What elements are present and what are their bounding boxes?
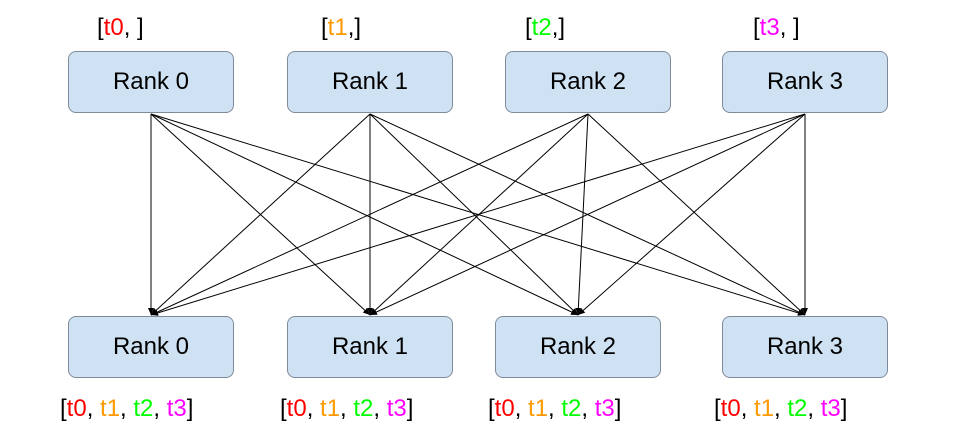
token-t2: t2: [133, 395, 154, 422]
token-t1: t1: [528, 395, 549, 422]
token-t1: t1: [754, 395, 775, 422]
gathered-label-0: [t0, t1, t2, t3]: [60, 395, 194, 422]
gathered-label-1: [t0, t1, t2, t3]: [280, 395, 414, 422]
token-t1: t1: [100, 395, 121, 422]
token-t1: t1: [320, 395, 341, 422]
bottom-rank-3: Rank 3: [722, 316, 888, 378]
node-label: Rank 2: [539, 333, 617, 360]
bracket-close: , ]: [779, 14, 800, 41]
edge-3-to-1: [369, 113, 806, 316]
token-t0: t0: [494, 395, 515, 422]
top-data-label-1: [t1,]: [321, 14, 361, 42]
edge-2-to-3: [587, 113, 806, 316]
node-label: Rank 3: [766, 333, 844, 360]
bracket-close: ,]: [551, 14, 566, 41]
top-rank-1: Rank 1: [287, 51, 453, 113]
token-t1: t1: [327, 14, 348, 41]
token-t2: t2: [561, 395, 582, 422]
token-t0: t0: [286, 395, 307, 422]
top-rank-0: Rank 0: [68, 51, 234, 113]
edge-3-to-0: [150, 113, 806, 316]
edge-3-to-2: [577, 113, 806, 316]
node-label: Rank 1: [331, 333, 409, 360]
gathered-label-2: [t0, t1, t2, t3]: [488, 395, 622, 422]
node-label: Rank 1: [331, 68, 409, 95]
token-t3: t3: [166, 395, 187, 422]
token-t3: t3: [386, 395, 407, 422]
token-t2: t2: [353, 395, 374, 422]
token-t2: t2: [787, 395, 808, 422]
token-t3: t3: [594, 395, 615, 422]
bracket-open: [: [97, 14, 104, 41]
token-t2: t2: [531, 14, 552, 41]
token-t3: t3: [759, 14, 780, 41]
bracket-close: ,]: [347, 14, 362, 41]
node-label: Rank 2: [549, 68, 627, 95]
token-t0: t0: [103, 14, 124, 41]
top-data-label-3: [t3, ]: [753, 14, 800, 42]
bracket-open: [: [753, 14, 760, 41]
top-data-label-2: [t2,]: [525, 14, 565, 42]
edge-1-to-0: [150, 113, 371, 316]
bracket-open: [: [525, 14, 532, 41]
edge-2-to-0: [150, 113, 589, 316]
top-rank-3: Rank 3: [722, 51, 888, 113]
bracket-open: [: [321, 14, 328, 41]
node-label: Rank 0: [112, 333, 190, 360]
token-t3: t3: [820, 395, 841, 422]
edge-0-to-2: [150, 113, 579, 316]
gathered-label-3: [t0, t1, t2, t3]: [714, 395, 848, 422]
token-t0: t0: [720, 395, 741, 422]
top-data-label-0: [t0, ]: [97, 14, 144, 42]
bracket-close: , ]: [123, 14, 144, 41]
edge-2-to-2: [575, 113, 589, 316]
bottom-rank-0: Rank 0: [68, 316, 234, 378]
node-label: Rank 3: [766, 68, 844, 95]
bottom-rank-2: Rank 2: [495, 316, 661, 378]
node-label: Rank 0: [112, 68, 190, 95]
edge-1-to-2: [369, 113, 579, 316]
top-rank-2: Rank 2: [505, 51, 671, 113]
bottom-rank-1: Rank 1: [287, 316, 453, 378]
token-t0: t0: [66, 395, 87, 422]
